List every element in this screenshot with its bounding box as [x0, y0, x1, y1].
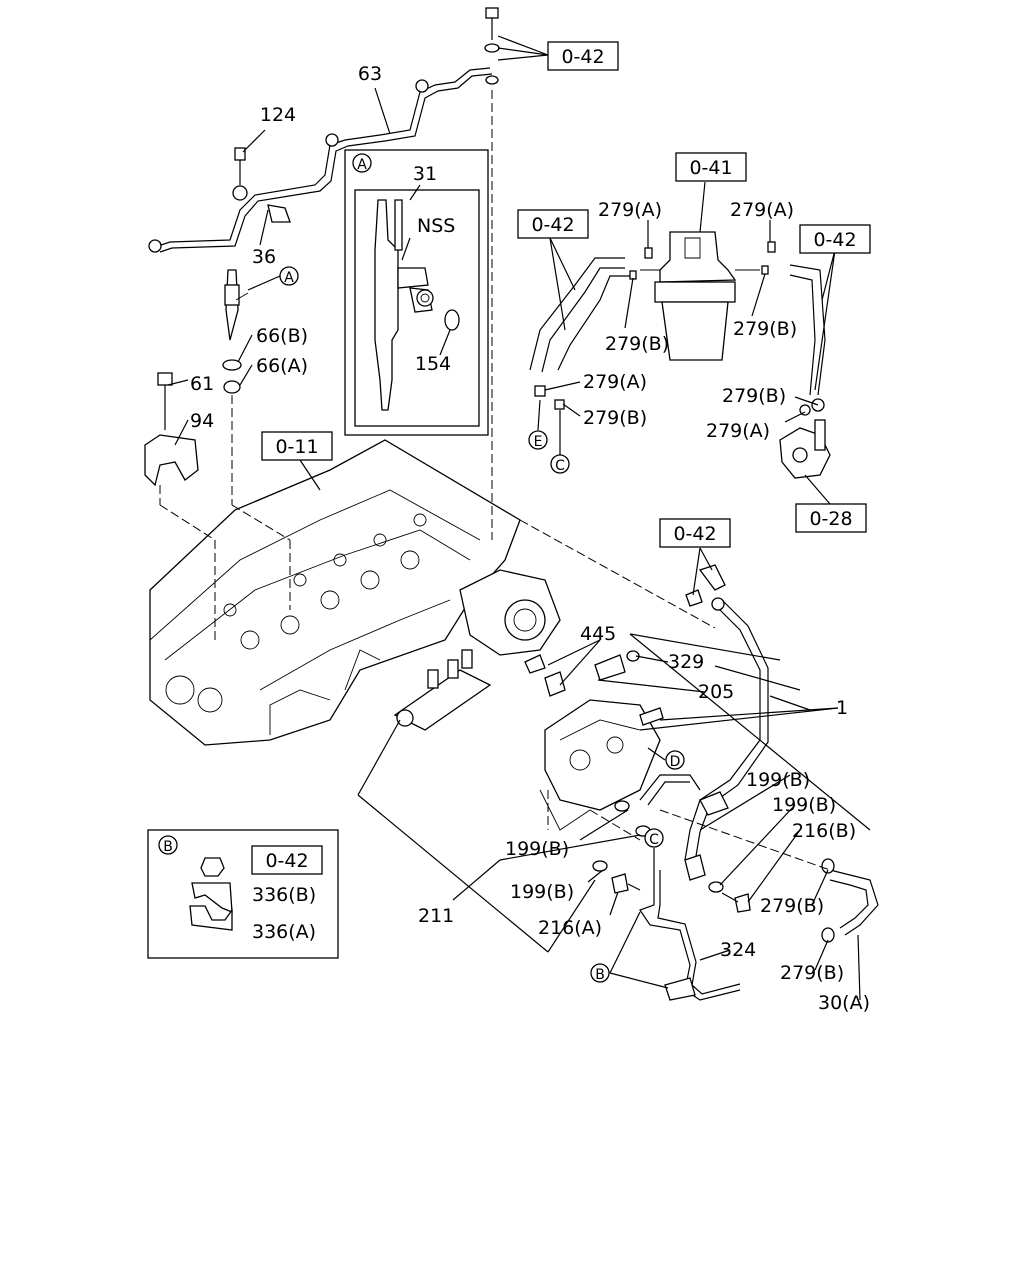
fuel-supply-pump — [539, 699, 664, 831]
hose-30a — [821, 858, 879, 943]
fuel-pipe-324 — [639, 870, 741, 1001]
filter-hoses — [529, 241, 826, 396]
fuel-pipe-1 — [639, 564, 769, 881]
ref-label-0-42-left: 0-42 — [531, 214, 574, 236]
ref-box-0-41: 0-41 — [675, 152, 747, 182]
label-61: 61 — [190, 373, 214, 395]
injection-pipe — [148, 67, 493, 253]
label-199b-3: 199(B) — [505, 838, 569, 860]
svg-text:E: E — [534, 434, 543, 450]
label-279a-4: 279(A) — [706, 420, 770, 442]
phantom-lines — [159, 90, 831, 871]
ref-label-0-41: 0-41 — [689, 157, 732, 179]
ref-box-0-42-mid: 0-42 — [659, 518, 731, 548]
svg-text:C: C — [555, 458, 565, 474]
label-199b-2: 199(B) — [772, 794, 836, 816]
top-bolt — [484, 7, 500, 85]
label-279b-1: 279(B) — [605, 333, 669, 355]
marker-b-main: B — [590, 963, 610, 983]
svg-text:C: C — [649, 832, 659, 848]
label-279b-2: 279(B) — [733, 318, 797, 340]
marker-a-inset: A — [352, 153, 372, 173]
label-1: 1 — [836, 697, 848, 719]
label-279a-2: 279(A) — [730, 199, 794, 221]
label-279b-6: 279(B) — [780, 962, 844, 984]
label-66a: 66(A) — [256, 355, 308, 377]
label-216a: 216(A) — [538, 917, 602, 939]
bolt-124 — [234, 147, 291, 223]
marker-c-top: C — [550, 454, 570, 474]
part-labels: 63 124 36 66(B) 66(A) 61 94 31 NSS 154 2… — [190, 63, 870, 1014]
washers-bolts — [592, 800, 751, 913]
ref-box-0-42-inset: 0-42 — [251, 845, 323, 875]
svg-text:A: A — [357, 157, 367, 173]
bolt-61-clamp-94 — [144, 372, 199, 487]
marker-e-top: E — [528, 430, 548, 450]
ref-box-0-42-left: 0-42 — [517, 209, 589, 239]
label-279b-3: 279(B) — [583, 407, 647, 429]
label-94: 94 — [190, 410, 214, 432]
ref-box-0-42-top: 0-42 — [547, 41, 619, 71]
cylinder-head — [149, 439, 561, 746]
fuel-filter — [640, 231, 760, 361]
label-63: 63 — [358, 63, 382, 85]
common-rail — [393, 649, 492, 731]
ref-label-0-42-right: 0-42 — [813, 229, 856, 251]
label-445: 445 — [580, 623, 616, 645]
injector — [222, 269, 249, 394]
ref-label-0-11: 0-11 — [275, 436, 318, 458]
ref-box-0-42-right: 0-42 — [799, 224, 871, 254]
label-324: 324 — [720, 939, 756, 961]
pressure-sensor-parts — [524, 650, 640, 697]
ref-box-0-28: 0-28 — [795, 503, 867, 533]
label-279b-5: 279(B) — [760, 895, 824, 917]
label-279a-1: 279(A) — [598, 199, 662, 221]
marker-d-pump: D — [665, 750, 685, 770]
label-154: 154 — [415, 353, 451, 375]
marker-a-main: A — [279, 266, 299, 286]
label-124: 124 — [260, 104, 296, 126]
label-211: 211 — [418, 905, 454, 927]
label-66b: 66(B) — [256, 325, 308, 347]
label-279a-3: 279(A) — [583, 371, 647, 393]
label-199b-4: 199(B) — [510, 881, 574, 903]
svg-text:A: A — [284, 270, 294, 286]
priming-pump — [779, 398, 831, 479]
ref-box-0-11: 0-11 — [261, 431, 333, 461]
ref-label-0-42-mid: 0-42 — [673, 523, 716, 545]
label-nss: NSS — [417, 215, 455, 237]
marker-b-inset: B — [158, 835, 178, 855]
label-31: 31 — [413, 163, 437, 185]
svg-text:D: D — [670, 754, 681, 770]
svg-text:B: B — [163, 839, 173, 855]
label-336b: 336(B) — [252, 884, 316, 906]
detail-inset-a — [344, 149, 489, 436]
label-216b: 216(B) — [792, 820, 856, 842]
label-336a: 336(A) — [252, 921, 316, 943]
label-279b-4: 279(B) — [722, 385, 786, 407]
ref-label-0-42-top: 0-42 — [561, 46, 604, 68]
label-30a: 30(A) — [818, 992, 870, 1014]
svg-text:B: B — [595, 967, 605, 983]
ref-label-0-42-inset: 0-42 — [265, 850, 308, 872]
marker-c-bottom: C — [644, 828, 664, 848]
ref-label-0-28: 0-28 — [809, 508, 852, 530]
label-199b-1: 199(B) — [746, 769, 810, 791]
leader-lines — [167, 35, 871, 1001]
label-329: 329 — [668, 651, 704, 673]
label-36: 36 — [252, 246, 276, 268]
label-205: 205 — [698, 681, 734, 703]
